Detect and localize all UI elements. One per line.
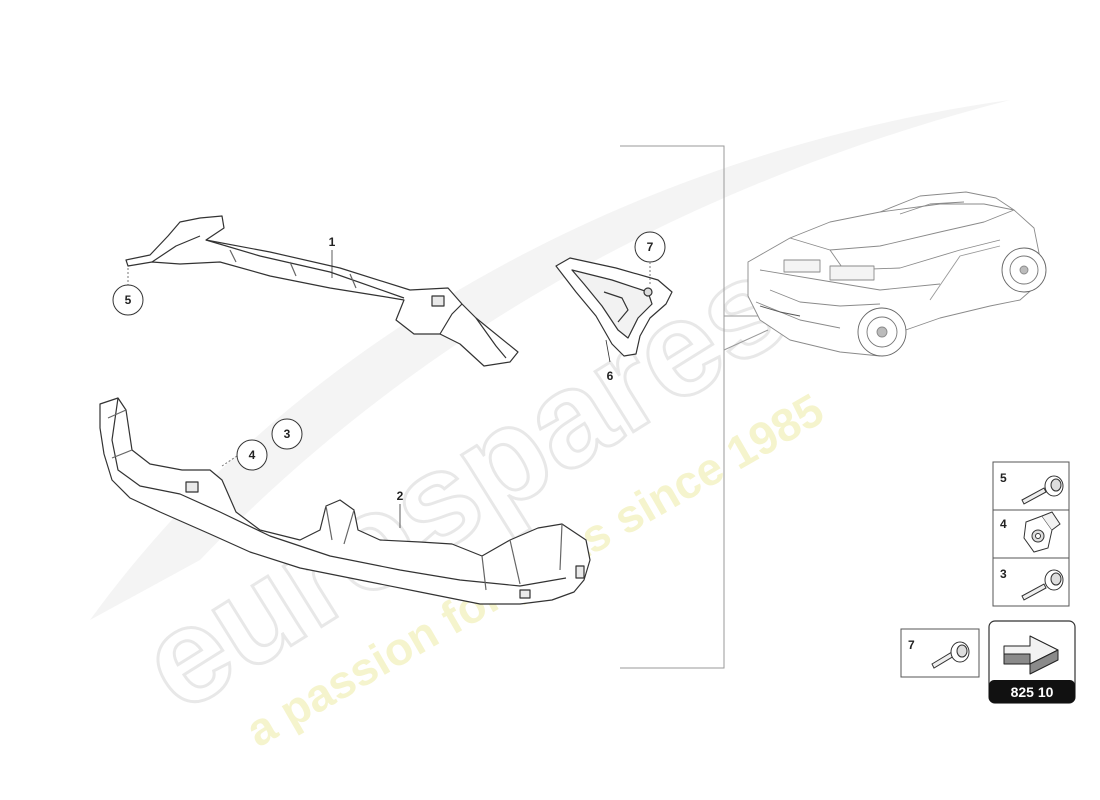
part-label-1[interactable]: 1	[329, 235, 336, 278]
watermark: eurospares a passion for parts since 198…	[90, 100, 1010, 757]
callout-3[interactable]: 3	[271, 418, 303, 450]
page-code: 825 10	[1011, 684, 1054, 700]
fastener-3-number: 3	[1000, 567, 1007, 581]
screw-icon	[931, 641, 970, 669]
fastener-item-4[interactable]: 4	[1000, 511, 1061, 553]
part-6-corner-panel	[555, 257, 673, 357]
fastener-item-3[interactable]: 3	[1000, 567, 1064, 601]
vehicle-overview	[747, 191, 1047, 357]
part-1-upper-insulation	[125, 215, 519, 367]
callout-4[interactable]: 4	[221, 439, 268, 471]
screw-icon	[1021, 475, 1064, 505]
page-badge[interactable]: 825 10	[988, 620, 1076, 704]
fastener-legend: 5 4 3	[992, 461, 1070, 607]
fastener-4-number: 4	[1000, 517, 1007, 531]
screw-icon	[1021, 569, 1064, 601]
callout-4-text: 4	[249, 448, 256, 462]
clip-nut-icon	[1023, 511, 1061, 553]
part-label-1-text: 1	[329, 235, 336, 249]
part-label-6-text: 6	[607, 369, 614, 383]
arrow-right-icon	[1003, 635, 1059, 675]
callout-7[interactable]: 7	[634, 231, 666, 286]
callout-5-text: 5	[125, 293, 132, 307]
callout-7-text: 7	[647, 240, 654, 254]
part-label-6[interactable]: 6	[605, 339, 614, 383]
callout-3-text: 3	[284, 427, 291, 441]
part-label-2-text: 2	[397, 489, 404, 503]
part-label-2[interactable]: 2	[397, 489, 404, 528]
fastener-item-7[interactable]: 7	[900, 628, 980, 678]
fastener-item-5[interactable]: 5	[1000, 471, 1064, 505]
fastener-5-number: 5	[1000, 471, 1007, 485]
part-2-lower-insulation	[99, 397, 591, 605]
callout-5[interactable]: 5	[112, 268, 144, 316]
fastener-7-number: 7	[908, 638, 915, 652]
